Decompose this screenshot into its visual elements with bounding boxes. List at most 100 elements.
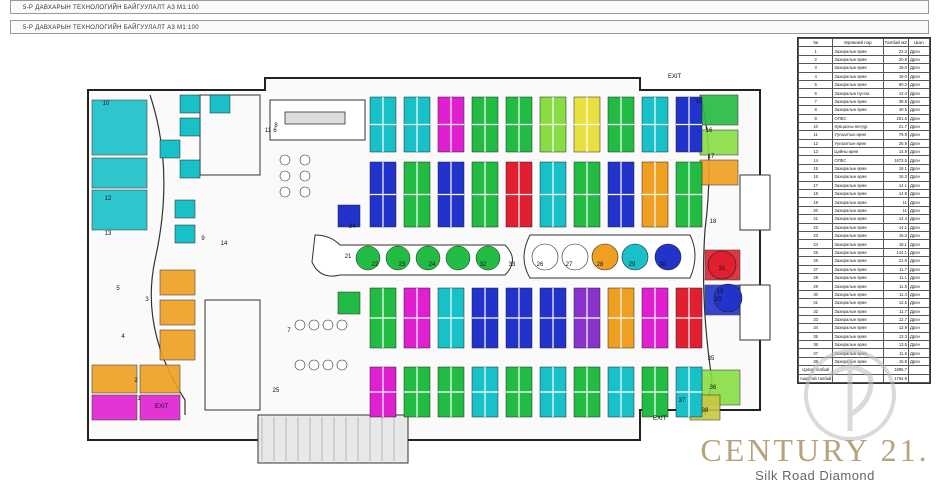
schedule-cell: 12.7 bbox=[882, 314, 910, 325]
workstation-desks bbox=[159, 94, 743, 418]
office-room bbox=[699, 129, 739, 156]
schedule-cell: Дрон bbox=[908, 314, 930, 325]
office-rooms bbox=[91, 94, 741, 421]
schedule-cell: 15 bbox=[797, 163, 834, 174]
room-number: 1 bbox=[137, 396, 141, 402]
room-number: 20 bbox=[715, 297, 722, 303]
exit-label: EXIT bbox=[155, 404, 169, 410]
round-pod bbox=[561, 243, 589, 271]
lounge-seat bbox=[308, 359, 320, 371]
room-number: 12 bbox=[105, 196, 112, 202]
exit-label: EXIT bbox=[653, 416, 667, 422]
schedule-cell bbox=[908, 373, 930, 384]
brand-subtitle: Silk Road Diamond bbox=[755, 468, 875, 483]
conference-seat bbox=[279, 170, 291, 182]
schedule-cell: Дрон bbox=[908, 239, 930, 249]
office-room bbox=[139, 364, 181, 394]
room-number: 23 bbox=[399, 262, 406, 268]
schedule-cell: 19.0 bbox=[882, 63, 910, 73]
schedule-cell: 14.4 bbox=[882, 214, 910, 224]
schedule-cell: Дрон bbox=[908, 79, 930, 90]
schedule-cell: 14 bbox=[797, 155, 834, 165]
schedule-cell: 6 bbox=[797, 88, 834, 98]
schedule-cell: Дрон bbox=[908, 281, 930, 291]
round-pod bbox=[475, 245, 501, 271]
schedule-cell: Захиралын өрөө bbox=[832, 163, 884, 174]
schedule-cell: Цайны өрөө bbox=[832, 147, 884, 157]
schedule-cell: 19 bbox=[797, 197, 834, 207]
room-number: 27 bbox=[566, 262, 573, 268]
schedule-cell: Захиралын өрөө bbox=[832, 96, 884, 107]
room-number: 28 bbox=[597, 262, 604, 268]
room-number: 38 bbox=[702, 408, 709, 414]
schedule-cell: Захиралын өрөө bbox=[832, 298, 884, 308]
balcony-right-bottom bbox=[739, 284, 771, 341]
schedule-cell: 60.2 bbox=[882, 79, 910, 90]
schedule-cell: 13 bbox=[797, 147, 834, 157]
schedule-cell: Захиралын өрөө bbox=[832, 172, 884, 182]
schedule-cell: Захиралын өрөө bbox=[832, 180, 884, 191]
schedule-cell: 11.7 bbox=[882, 264, 910, 274]
desk-cyan bbox=[209, 94, 231, 114]
schedule-cell: Захиралын өрөө bbox=[832, 54, 884, 65]
office-room bbox=[139, 394, 181, 421]
schedule-cell: ОПЕС bbox=[832, 155, 884, 165]
schedule-cell: Дрон bbox=[908, 331, 930, 342]
schedule-cell: 14.1 bbox=[882, 180, 910, 191]
schedule-cell: Дрон bbox=[908, 71, 930, 81]
office-room bbox=[699, 94, 739, 126]
room-number: 34 bbox=[349, 224, 356, 230]
schedule-cell: 21 bbox=[797, 214, 834, 224]
schedule-cell: Захиралын өрөө bbox=[832, 247, 884, 258]
lounge-seat bbox=[336, 359, 348, 371]
schedule-cell: 16.3 bbox=[882, 230, 910, 241]
lounge-seat bbox=[322, 359, 334, 371]
schedule-cell: Захиралын өрөө bbox=[832, 214, 884, 224]
schedule-cell: 18.1 bbox=[882, 163, 910, 174]
round-pod bbox=[445, 245, 471, 271]
room-number: 16 bbox=[706, 128, 713, 134]
room-number: 2 bbox=[134, 378, 138, 384]
room-number: 21 bbox=[345, 254, 352, 260]
terrace bbox=[257, 414, 409, 464]
room-number: 9 bbox=[201, 236, 205, 242]
desk-small bbox=[337, 204, 361, 228]
schedule-cell: 5 bbox=[797, 79, 834, 90]
schedule-cell: Дрон bbox=[908, 113, 930, 123]
schedule-cell: 12.5 bbox=[882, 298, 910, 308]
room-number: 32 bbox=[480, 262, 487, 268]
schedule-cell: 34 bbox=[797, 323, 834, 333]
round-pod bbox=[621, 243, 649, 271]
schedule-cell: 11.4 bbox=[882, 289, 910, 300]
lounge-seat bbox=[336, 319, 348, 331]
schedule-cell: Дрон bbox=[908, 214, 930, 224]
schedule-cell: Захиралын өрөө bbox=[832, 272, 884, 283]
schedule-cell: 18.1 bbox=[882, 239, 910, 249]
schedule-cell: Дрон bbox=[908, 130, 930, 140]
schedule-cell: Захиралын өрөө bbox=[832, 71, 884, 81]
schedule-cell: Ашигтай талбай bbox=[797, 373, 834, 384]
schedule-cell: 14.9 bbox=[882, 147, 910, 157]
room-number: 13 bbox=[105, 231, 112, 237]
conference-seat bbox=[279, 154, 291, 166]
office-room bbox=[159, 329, 196, 361]
room-number: 25 bbox=[273, 388, 280, 394]
schedule-cell: Дрон bbox=[908, 356, 930, 367]
room-number: 3 bbox=[145, 297, 149, 303]
title-bar-top: 5-Р ДАВХАРЫН ТЕХНОЛОГИЙН БАЙГУУЛАЛТ А3 М… bbox=[10, 0, 929, 14]
schedule-cell: Дрон bbox=[908, 121, 930, 132]
schedule-cell: 12.9 bbox=[882, 323, 910, 333]
schedule-cell: Захиралын өрөө bbox=[832, 197, 884, 207]
room-number: 19 bbox=[717, 289, 724, 295]
schedule-cell: Дрон bbox=[908, 138, 930, 149]
round-pod bbox=[385, 245, 411, 271]
schedule-cell: Захиралын өрөө bbox=[832, 105, 884, 115]
